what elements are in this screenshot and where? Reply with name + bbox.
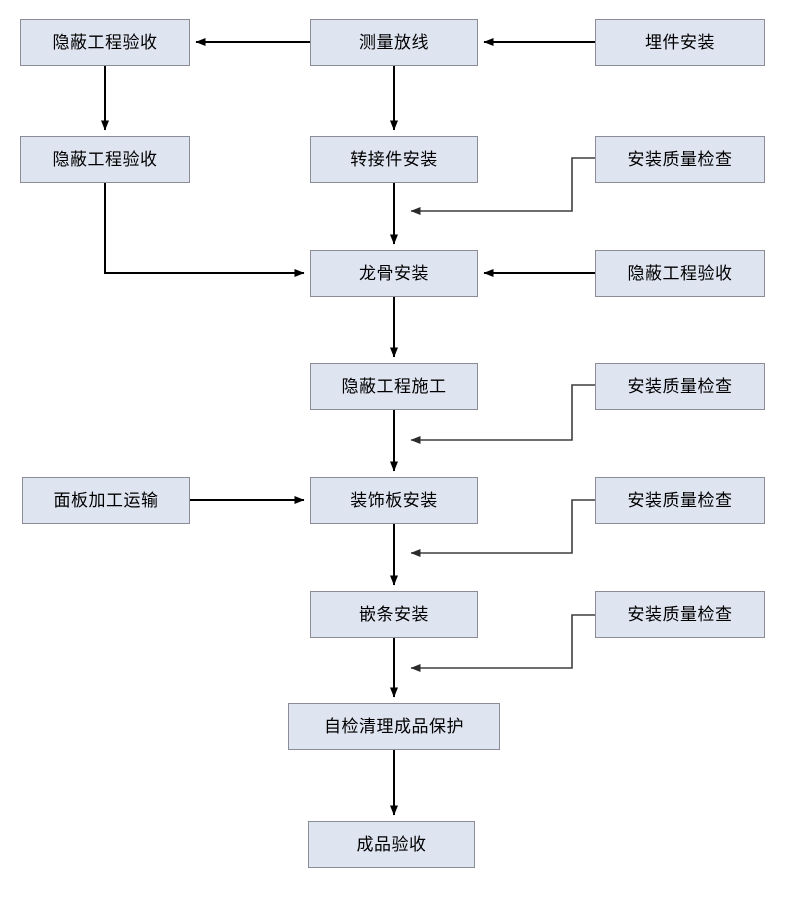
flow-node-label: 装饰板安装 bbox=[350, 491, 438, 510]
flow-node-n11[interactable]: 面板加工运输 bbox=[22, 477, 190, 524]
flow-node-n12[interactable]: 装饰板安装 bbox=[310, 477, 478, 524]
flow-node-n16[interactable]: 自检清理成品保护 bbox=[288, 703, 500, 750]
flow-node-n4[interactable]: 隐蔽工程验收 bbox=[20, 136, 190, 183]
flow-node-n3[interactable]: 埋件安装 bbox=[595, 19, 765, 66]
flow-edge-e7 bbox=[104, 183, 305, 277]
flow-node-label: 隐蔽工程验收 bbox=[52, 33, 158, 52]
flow-node-label: 转接件安装 bbox=[350, 150, 438, 169]
flow-node-label: 隐蔽工程验收 bbox=[52, 150, 158, 169]
flow-node-label: 安装质量检查 bbox=[627, 491, 733, 510]
flow-node-label: 隐蔽工程验收 bbox=[627, 264, 733, 283]
flow-node-n8[interactable]: 隐蔽工程验收 bbox=[595, 250, 765, 297]
flow-node-label: 成品验收 bbox=[356, 835, 427, 854]
flow-node-n14[interactable]: 嵌条安装 bbox=[310, 591, 478, 638]
flow-node-n5[interactable]: 转接件安装 bbox=[310, 136, 478, 183]
flow-node-n13[interactable]: 安装质量检查 bbox=[595, 477, 765, 524]
flow-node-label: 安装质量检查 bbox=[627, 605, 733, 624]
flow-node-label: 安装质量检查 bbox=[627, 150, 733, 169]
flow-node-label: 面板加工运输 bbox=[53, 491, 159, 510]
flow-node-label: 龙骨安装 bbox=[359, 264, 429, 283]
flow-node-n1[interactable]: 隐蔽工程验收 bbox=[20, 19, 190, 66]
flow-node-n9[interactable]: 隐蔽工程施工 bbox=[310, 363, 478, 410]
flow-node-label: 自检清理成品保护 bbox=[324, 717, 464, 736]
flow-node-n2[interactable]: 测量放线 bbox=[310, 19, 478, 66]
flow-node-n7[interactable]: 龙骨安装 bbox=[310, 250, 478, 297]
flow-node-label: 嵌条安装 bbox=[359, 605, 429, 624]
flow-node-label: 隐蔽工程施工 bbox=[341, 377, 447, 396]
flow-node-label: 测量放线 bbox=[359, 33, 429, 52]
flow-node-n17[interactable]: 成品验收 bbox=[308, 821, 475, 868]
flow-node-label: 安装质量检查 bbox=[627, 377, 733, 396]
flow-node-n10[interactable]: 安装质量检查 bbox=[595, 363, 765, 410]
flow-node-n6[interactable]: 安装质量检查 bbox=[595, 136, 765, 183]
flow-node-n15[interactable]: 安装质量检查 bbox=[595, 591, 765, 638]
flow-node-label: 埋件安装 bbox=[645, 33, 715, 52]
